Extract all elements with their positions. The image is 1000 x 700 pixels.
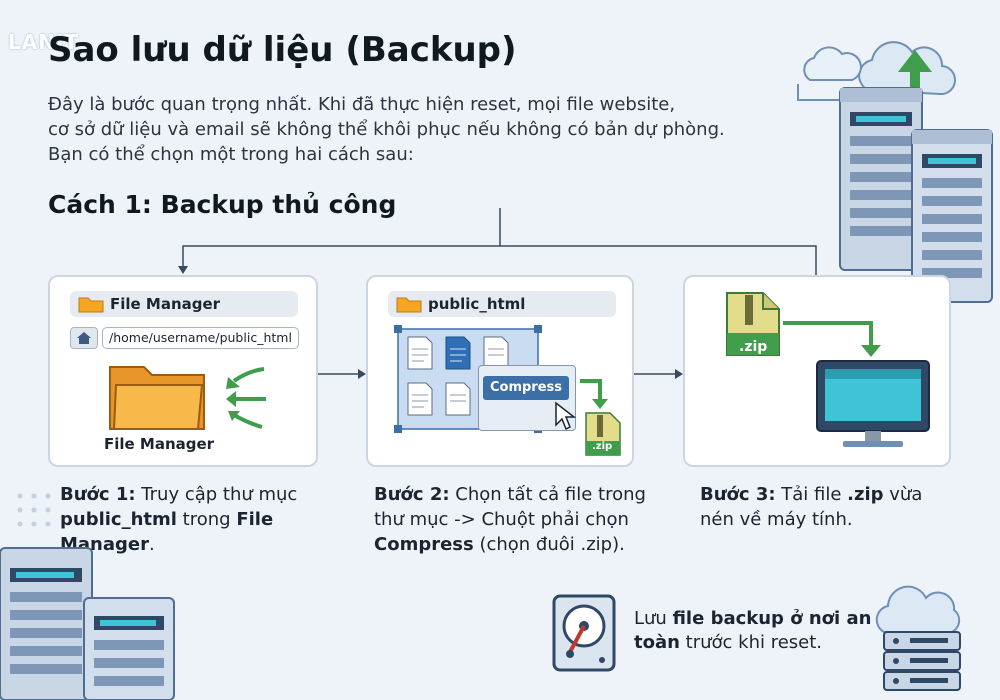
file-icon <box>407 336 433 370</box>
file-manager-bar-label: File Manager <box>110 295 221 313</box>
path-address-field[interactable]: /home/username/public_html <box>102 327 299 349</box>
step-text: vừa nén về máy tính. <box>700 484 923 530</box>
step-text: Chọn tất cả file trong thư mục -> Chuột … <box>374 484 646 530</box>
cursor-icon <box>555 401 577 431</box>
home-icon <box>77 332 91 344</box>
step-label: Bước 3: <box>700 484 776 505</box>
compress-menu-item[interactable]: Compress <box>478 365 576 431</box>
home-button[interactable] <box>70 327 98 349</box>
step-text: . <box>149 534 155 555</box>
step3-panel: .zip <box>683 275 951 467</box>
step2-description: Bước 2: Chọn tất cả file trong thư mục -… <box>374 482 664 557</box>
computer-monitor-icon <box>816 360 930 447</box>
server-cloud-illustration-top <box>797 41 993 303</box>
intro-line: Bạn có thể chọn một trong hai cách sau: <box>48 144 414 165</box>
step-text: trong <box>176 509 237 530</box>
server-rack-icon <box>911 129 993 303</box>
backup-note: Lưu file backup ở nơi an toàn trước khi … <box>634 607 874 655</box>
file-icon <box>445 336 471 370</box>
zip-label: .zip <box>592 441 613 452</box>
green-arrow-icon <box>580 379 608 409</box>
arrowhead <box>675 369 683 379</box>
hard-drive-icon <box>552 594 616 672</box>
note-text: Lưu <box>634 608 673 629</box>
note-text: trước khi reset. <box>679 632 823 653</box>
step-label: Bước 2: <box>374 484 450 505</box>
public-html-bar: public_html <box>388 291 616 317</box>
server-rack-icon <box>0 547 93 700</box>
step-bold: .zip <box>847 484 884 505</box>
step1-panel: File Manager /home/username/public_html … <box>48 275 318 467</box>
folder-caption: File Manager <box>104 435 215 453</box>
step-label: Bước 1: <box>60 484 136 505</box>
file-icon <box>445 382 471 416</box>
zip-file-icon <box>585 412 621 456</box>
pointing-arrows-icon <box>226 367 266 429</box>
zip-label: .zip <box>739 339 768 355</box>
step3-description: Bước 3: Tải file .zip vừa nén về máy tín… <box>700 482 940 532</box>
file-icon <box>407 382 433 416</box>
section-subtitle: Cách 1: Backup thủ công <box>48 190 397 219</box>
compress-highlight: Compress <box>483 376 569 400</box>
loop-connector <box>182 208 501 268</box>
arrowhead <box>178 266 188 274</box>
step-text: Truy cập thư mục <box>135 484 298 505</box>
intro-paragraph: Đây là bước quan trọng nhất. Khi đã thực… <box>48 92 768 167</box>
step1-description: Bước 1: Truy cập thư mục public_html tro… <box>60 482 320 557</box>
folder-icon <box>78 297 104 313</box>
zip-file-icon <box>726 292 780 356</box>
step-bold: Compress <box>374 534 474 555</box>
loop-connector <box>500 245 817 275</box>
large-folder-icon <box>109 366 205 430</box>
step-bold: public_html <box>60 509 177 530</box>
note-bold: file backup ở nơi an toàn <box>634 608 872 653</box>
brand-logo: LANIT <box>8 30 80 54</box>
intro-line: cơ sở dữ liệu và email sẽ không thể khôi… <box>48 119 725 140</box>
public-html-bar-label: public_html <box>428 295 526 313</box>
intro-line: Đây là bước quan trọng nhất. Khi đã thực… <box>48 94 676 115</box>
arrowhead <box>358 369 366 379</box>
server-rack-icon <box>839 87 923 271</box>
step-text: Tải file <box>775 484 848 505</box>
decorative-dots <box>17 493 51 527</box>
path-prefix: /home/username/ <box>109 330 220 345</box>
step-text: (chọn đuôi .zip). <box>473 534 625 555</box>
folder-icon <box>396 297 422 313</box>
file-icon <box>483 336 509 370</box>
page-title: Sao lưu dữ liệu (Backup) <box>48 30 517 70</box>
server-illustration-bottom <box>0 493 175 700</box>
path-bold: public_html <box>219 330 292 345</box>
server-rack-icon <box>83 597 175 700</box>
step2-panel: public_html Compress .zip <box>366 275 634 467</box>
cloud-server-icon <box>875 585 961 691</box>
download-arrow-icon <box>783 321 881 357</box>
file-manager-bar: File Manager <box>70 291 298 317</box>
